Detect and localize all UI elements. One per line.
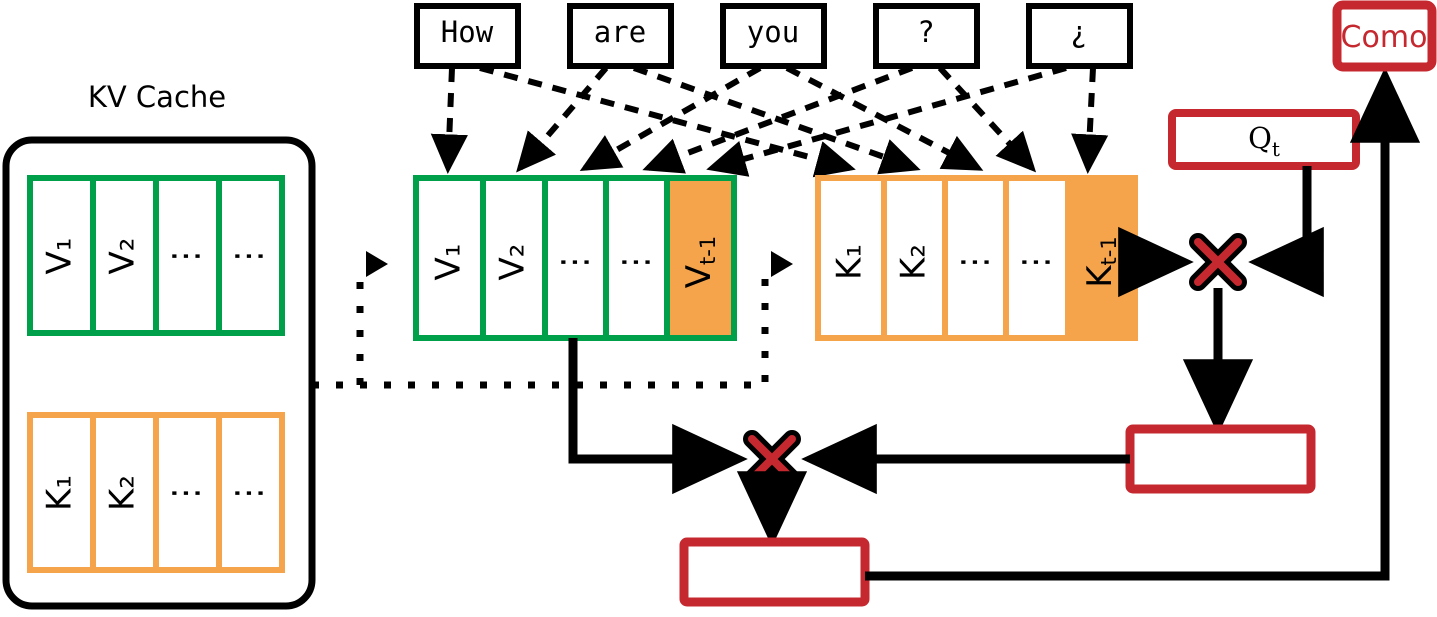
edge-query-to-multiply <box>1248 166 1324 298</box>
value-cell-5: Vt-1 <box>679 236 721 288</box>
value-cell-4: ⋮ <box>616 245 656 279</box>
cached-value-cell: ⋮ <box>166 239 206 273</box>
query-label-base: Q <box>1248 121 1272 155</box>
key-cell-5: Kt-1 <box>1080 236 1122 287</box>
token-box-you[interactable] <box>720 3 827 69</box>
key-cell-5-sub: t-1 <box>1097 236 1121 265</box>
dashed-arrow-inverted-to-v5 <box>706 65 1067 177</box>
kv-cache-title: KV Cache <box>88 80 226 114</box>
edge-context-to-output <box>865 67 1421 581</box>
query-label: Qt <box>1248 121 1280 161</box>
token-to-value-arrows <box>430 65 1067 177</box>
arrowhead-into-keys <box>771 251 793 277</box>
cached-keys-row: K₁ K₂ ⋮ ⋮ <box>27 412 285 573</box>
dashed-arrow-how-to-v1 <box>430 67 468 174</box>
value-cell-5-sub: t-1 <box>696 236 720 265</box>
multiply-icon-attention-scores <box>1189 233 1247 291</box>
token-to-key-arrows <box>479 65 1109 178</box>
token-box-how[interactable] <box>414 3 521 69</box>
dashed-arrow-how-to-k1 <box>479 65 856 178</box>
dashed-arrow-are-to-v2 <box>516 66 609 173</box>
key-cell-2: K₂ <box>894 244 934 280</box>
key-cell-3: ⋮ <box>955 245 995 279</box>
value-cell-1: V₁ <box>429 244 469 281</box>
kv-cache-panel: V₁ V₂ ⋮ ⋮ K₁ K₂ ⋮ ⋮ KV Cache <box>2 80 316 610</box>
dotted-branch-to-values <box>312 265 364 389</box>
token-label-question: ? <box>917 15 934 49</box>
svg-text:Kt-1: Kt-1 <box>1080 236 1122 287</box>
token-label-you: you <box>747 15 799 49</box>
value-cell-highlight-fill <box>667 178 734 338</box>
cached-value-cell: V₁ <box>40 238 80 275</box>
token-box-inverted-question[interactable] <box>1026 3 1133 69</box>
edge-values-to-multiply <box>568 338 748 495</box>
token-label-inverted-question: ¿ <box>1070 15 1087 49</box>
dashed-arrow-question-to-v4 <box>642 65 914 174</box>
cached-value-cell: V₂ <box>103 238 143 275</box>
cached-key-cell: ⋮ <box>229 476 269 510</box>
multiply-k-q-group <box>1118 166 1324 435</box>
query-label-sub: t <box>1272 137 1280 161</box>
dashed-arrow-question-to-k4 <box>937 65 1037 173</box>
output-token-box[interactable] <box>1332 0 1437 72</box>
dotted-branch-to-keys <box>360 265 769 389</box>
token-box-question[interactable] <box>873 3 980 69</box>
output-token-label: Como <box>1341 20 1428 55</box>
multiply-icon-context <box>743 430 801 488</box>
value-sequence-row: V₁ V₂ ⋮ ⋮ Vt-1 <box>413 175 737 341</box>
value-cell-3: ⋮ <box>555 245 595 279</box>
token-boxes: How are you ? ¿ <box>414 3 1133 69</box>
cached-value-cell: ⋮ <box>229 239 269 273</box>
key-sequence-row: K₁ K₂ ⋮ ⋮ Kt-1 <box>815 175 1138 341</box>
context-box-group <box>679 537 870 607</box>
attention-scores-box-group <box>1125 424 1316 494</box>
token-box-are[interactable] <box>567 3 674 69</box>
dashed-arrow-you-to-v3 <box>579 65 762 171</box>
dashed-arrow-inverted-to-k5 <box>1071 67 1109 174</box>
cached-key-cell: K₁ <box>40 475 80 511</box>
context-box[interactable] <box>679 537 870 607</box>
kv-cache-feedback-path <box>312 265 769 389</box>
dashed-arrow-you-to-k3 <box>785 65 984 171</box>
key-cell-4: ⋮ <box>1016 245 1056 279</box>
multiply-v-scores-group <box>568 338 1130 547</box>
query-box-group: Qt <box>1168 109 1360 170</box>
arrowhead-into-values <box>366 251 388 277</box>
cached-key-cell: K₂ <box>103 475 143 511</box>
key-cell-5-base: K <box>1080 264 1120 288</box>
svg-text:Vt-1: Vt-1 <box>679 236 721 288</box>
attention-scores-box[interactable] <box>1125 424 1316 494</box>
kv-cache-feedback-arrowheads <box>366 251 793 277</box>
value-cell-5-base: V <box>679 265 719 288</box>
cached-values-row: V₁ V₂ ⋮ ⋮ <box>27 175 285 336</box>
output-token-group: Como <box>1332 0 1437 72</box>
cached-key-cell: ⋮ <box>166 476 206 510</box>
token-label-how: How <box>441 15 494 49</box>
key-cell-1: K₁ <box>830 244 870 280</box>
token-label-are: are <box>594 15 646 49</box>
value-cell-2: V₂ <box>493 244 533 281</box>
